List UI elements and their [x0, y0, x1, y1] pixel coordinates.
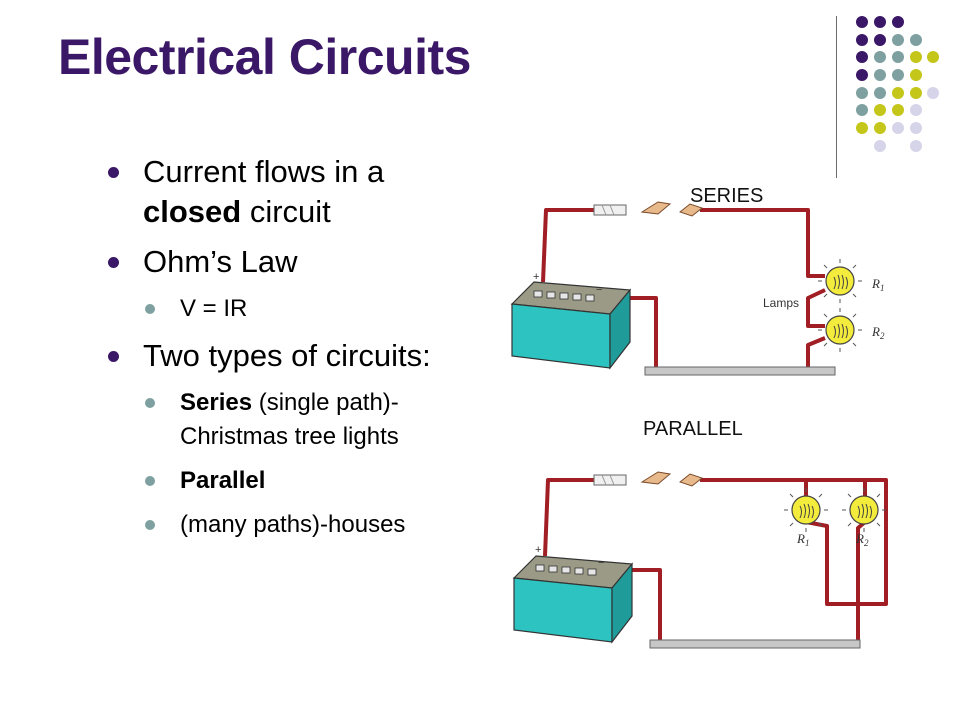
- svg-text:R1: R1: [871, 276, 884, 293]
- bullet-text: V = IR: [180, 295, 248, 322]
- sub-bullet-series: Series (single path)-Christmas tree ligh…: [145, 386, 488, 454]
- resistor-2-subscript: 2: [864, 538, 869, 548]
- resistor-2-label: R: [855, 531, 864, 546]
- bullet-text: (many paths)-houses: [180, 511, 406, 538]
- resistor-1-label: R: [796, 531, 805, 546]
- decorative-dot-grid: [856, 16, 939, 152]
- title-divider-line: [836, 16, 837, 178]
- battery-plus-label: +: [535, 544, 541, 556]
- resistor-1-subscript: 1: [805, 538, 810, 548]
- bullet-bold-text: Series: [180, 389, 253, 416]
- parallel-circuit-diagram: R1 R2 + −: [513, 471, 888, 649]
- resistor-1-label: R: [871, 276, 880, 291]
- bullet-text: Current flows in a: [143, 154, 385, 189]
- bullet-bold-text: closed: [143, 194, 242, 229]
- battery-plus-label: +: [533, 271, 539, 283]
- svg-text:R1: R1: [796, 531, 809, 548]
- resistor-2-label: R: [871, 324, 880, 339]
- lamps-label: Lamps: [763, 296, 799, 310]
- sub-bullet-many-paths: (many paths)-houses: [145, 508, 488, 542]
- bullet-text: Two types of circuits:: [143, 338, 431, 373]
- dot-pattern: [856, 16, 939, 152]
- resistor-1-subscript: 1: [880, 283, 885, 293]
- series-label: SERIES: [690, 185, 764, 207]
- resistor-2-subscript: 2: [880, 331, 885, 341]
- bullet-bold-text: Parallel: [180, 467, 266, 494]
- battery-minus-label: −: [596, 284, 602, 296]
- bullet-list: Current flows in a closed circuit Ohm’s …: [108, 152, 488, 552]
- series-circuit-diagram: Lamps R1 R2 + −: [511, 201, 885, 376]
- bullet-text: Ohm’s Law: [143, 244, 298, 279]
- bullet-text: circuit: [241, 194, 331, 229]
- slide-title: Electrical Circuits: [58, 29, 471, 85]
- sub-bullet-formula: V = IR: [145, 292, 488, 326]
- svg-text:R2: R2: [855, 531, 869, 548]
- parallel-label: PARALLEL: [643, 418, 743, 440]
- svg-text:R2: R2: [871, 324, 885, 341]
- bullet-closed-circuit: Current flows in a closed circuit: [108, 152, 488, 232]
- bullet-circuit-types: Two types of circuits:: [108, 336, 488, 376]
- sub-bullet-parallel: Parallel: [145, 464, 488, 498]
- bullet-text: (single path)-Christmas tree lights: [180, 389, 399, 450]
- battery-minus-label: −: [598, 557, 604, 569]
- bullet-ohms-law: Ohm’s Law: [108, 242, 488, 282]
